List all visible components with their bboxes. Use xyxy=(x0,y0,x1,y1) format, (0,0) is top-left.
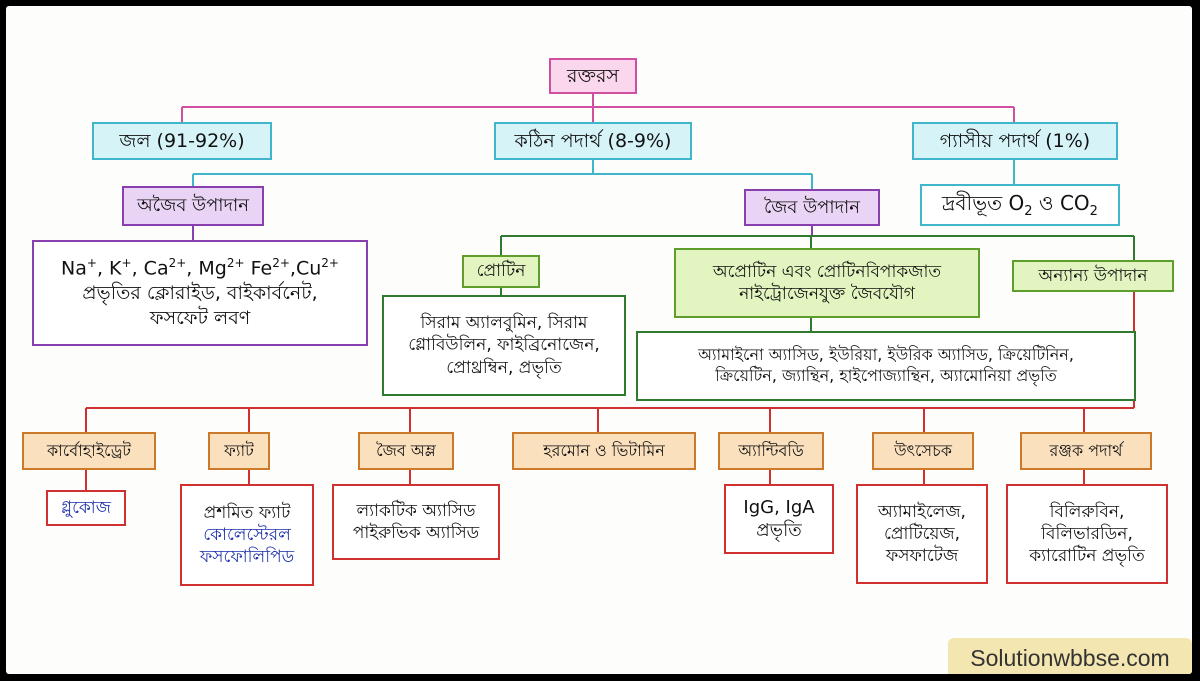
enzyme-label: উৎসেচক xyxy=(894,440,952,460)
gas-detail-node: দ্রবীভূত O2 ও CO2 xyxy=(920,184,1120,226)
organic-label: জৈব উপাদান xyxy=(763,196,860,218)
pigment-detail-line: বিলিভারডিন, xyxy=(1041,523,1133,544)
protein-detail-line: গ্লোবিউলিন, ফাইব্রিনোজেন, xyxy=(408,335,600,356)
gas-node: গ্যাসীয় পদার্থ (1%) xyxy=(912,122,1118,160)
ion-separator: , xyxy=(96,257,110,280)
pigment-detail-line: বিলিরুবিন, xyxy=(1049,501,1125,522)
pigment-detail-line: ক্যারোটিন প্রভৃতি xyxy=(1029,546,1145,567)
ion-symbol: Fe xyxy=(250,257,273,280)
fat-detail-line: কোলেস্টেরল xyxy=(203,524,291,545)
gas-label: গ্যাসীয় পদার্থ (1%) xyxy=(939,129,1091,152)
others-node: অন্যান্য উপাদান xyxy=(1012,260,1174,292)
connector-lines xyxy=(85,93,1135,490)
ion-separator: , xyxy=(186,257,199,280)
carbohydrate-label: কার্বোহাইড্রেট xyxy=(46,440,132,460)
ion-symbol: Ca xyxy=(143,257,169,280)
enzyme-node: উৎসেচক xyxy=(872,432,974,470)
solid-node: কঠিন পদার্থ (8-9%) xyxy=(494,122,692,160)
nonprotein-title-line: নাইট্রোজেনযুক্ত জৈবযৌগ xyxy=(739,284,915,304)
inorganic-node: অজৈব উপাদান xyxy=(122,186,264,226)
nonprotein-detail-line: ক্রিয়েটিন, জ্যান্থিন, হাইপোজ্যান্থিন, অ… xyxy=(715,366,1057,385)
enzyme-detail-line: ফসফাটেজ xyxy=(885,546,959,567)
ion-charge: 2+ xyxy=(168,255,187,270)
fat-detail-node: প্রশমিত ফ্যাট কোলেস্টেরল ফসফোলিপিড xyxy=(180,484,314,586)
organic-acid-node: জৈব অম্ল xyxy=(358,432,454,470)
ion-symbol: Mg xyxy=(198,257,227,280)
ion-separator: , xyxy=(131,257,144,280)
organic-node: জৈব উপাদান xyxy=(744,189,880,226)
fat-detail-line: ফসফোলিপিড xyxy=(199,547,295,568)
diagram-canvas: রক্তরস জল (91-92%) কঠিন পদার্থ (8-9%) গ্… xyxy=(6,6,1192,674)
inorganic-label: অজৈব উপাদান xyxy=(137,195,249,217)
protein-detail-line: প্রোথ্রম্বিন, প্রভৃতি xyxy=(446,357,562,378)
pigment-node: রঞ্জক পদার্থ xyxy=(1020,432,1152,470)
enzyme-detail-line: অ্যামাইলেজ, xyxy=(878,501,966,522)
protein-label: প্রোটিন xyxy=(476,261,526,282)
ion-separator: , xyxy=(289,257,296,280)
fat-node: ফ্যাট xyxy=(208,432,270,470)
organic-acid-detail-node: ল্যাকটিক অ্যাসিড পাইরুভিক অ্যাসিড xyxy=(332,484,500,560)
nonprotein-detail-node: অ্যামাইনো অ্যাসিড, ইউরিয়া, ইউরিক অ্যাসি… xyxy=(636,331,1136,401)
carbohydrate-detail-node: গ্লুকোজ xyxy=(46,490,126,526)
ion-symbol: K xyxy=(109,257,122,280)
others-label: অন্যান্য উপাদান xyxy=(1038,265,1148,286)
hormone-vitamin-node: হরমোন ও ভিটামিন xyxy=(512,432,696,470)
ion-list: Na+, K+, Ca2+, Mg2+ Fe2+,Cu2+ xyxy=(61,256,339,281)
solid-label: কঠিন পদার্থ (8-9%) xyxy=(514,129,672,152)
protein-node: প্রোটিন xyxy=(462,255,540,288)
antibody-detail-node: IgG, IgA প্রভৃতি xyxy=(724,484,834,554)
ion-charge: + xyxy=(121,255,132,270)
ion-charge: + xyxy=(86,255,97,270)
antibody-detail-line: IgG, IgA xyxy=(743,496,815,518)
ion-charge: 2+ xyxy=(272,255,290,270)
antibody-node: অ্যান্টিবডি xyxy=(718,432,824,470)
pigment-label: রঞ্জক পদার্থ xyxy=(1049,440,1123,460)
fat-label: ফ্যাট xyxy=(224,440,254,460)
inorganic-detail-node: Na+, K+, Ca2+, Mg2+ Fe2+,Cu2+ প্রভৃতির ক… xyxy=(32,240,368,346)
protein-detail-node: সিরাম অ্যালবুমিন, সিরাম গ্লোবিউলিন, ফাইব… xyxy=(382,295,626,396)
fat-detail-line: প্রশমিত ফ্যাট xyxy=(203,502,291,523)
inorganic-detail-line-2: প্রভৃতির ক্লোরাইড, বাইকার্বনেট, xyxy=(82,281,318,304)
carbohydrate-detail-line: গ্লুকোজ xyxy=(61,497,111,518)
organic-acid-label: জৈব অম্ল xyxy=(376,440,436,460)
ion-symbol: Na xyxy=(61,257,87,280)
carbohydrate-node: কার্বোহাইড্রেট xyxy=(22,432,156,470)
root-node: রক্তরস xyxy=(549,58,637,94)
water-label: জল (91-92%) xyxy=(119,129,245,152)
protein-detail-line: সিরাম অ্যালবুমিন, সিরাম xyxy=(420,313,588,334)
gas-detail-text: দ্রবীভূত O2 ও CO2 xyxy=(942,190,1098,219)
organic-acid-detail-line: পাইরুভিক অ্যাসিড xyxy=(352,523,480,543)
hormone-vitamin-label: হরমোন ও ভিটামিন xyxy=(543,440,665,460)
pigment-detail-node: বিলিরুবিন, বিলিভারডিন, ক্যারোটিন প্রভৃতি xyxy=(1006,484,1168,584)
water-node: জল (91-92%) xyxy=(92,122,272,160)
ion-charge: 2+ xyxy=(226,255,245,270)
organic-acid-detail-line: ল্যাকটিক অ্যাসিড xyxy=(356,500,476,521)
ion-charge: 2+ xyxy=(321,255,339,270)
nonprotein-title-line: অপ্রোটিন এবং প্রোটিনবিপাকজাত xyxy=(712,261,942,282)
enzyme-detail-line: প্রোটিয়েজ, xyxy=(883,523,961,544)
root-label: রক্তরস xyxy=(567,64,619,87)
watermark: Solutionwbbse.com xyxy=(948,638,1192,674)
ion-symbol: Cu xyxy=(295,257,322,280)
inorganic-detail-line-3: ফসফেট লবণ xyxy=(149,306,251,329)
antibody-label: অ্যান্টিবডি xyxy=(738,440,804,460)
nonprotein-node: অপ্রোটিন এবং প্রোটিনবিপাকজাত নাইট্রোজেনয… xyxy=(674,248,980,318)
enzyme-detail-node: অ্যামাইলেজ, প্রোটিয়েজ, ফসফাটেজ xyxy=(856,484,988,584)
nonprotein-detail-line: অ্যামাইনো অ্যাসিড, ইউরিয়া, ইউরিক অ্যাসি… xyxy=(698,345,1074,365)
antibody-detail-line: প্রভৃতি xyxy=(756,520,802,541)
